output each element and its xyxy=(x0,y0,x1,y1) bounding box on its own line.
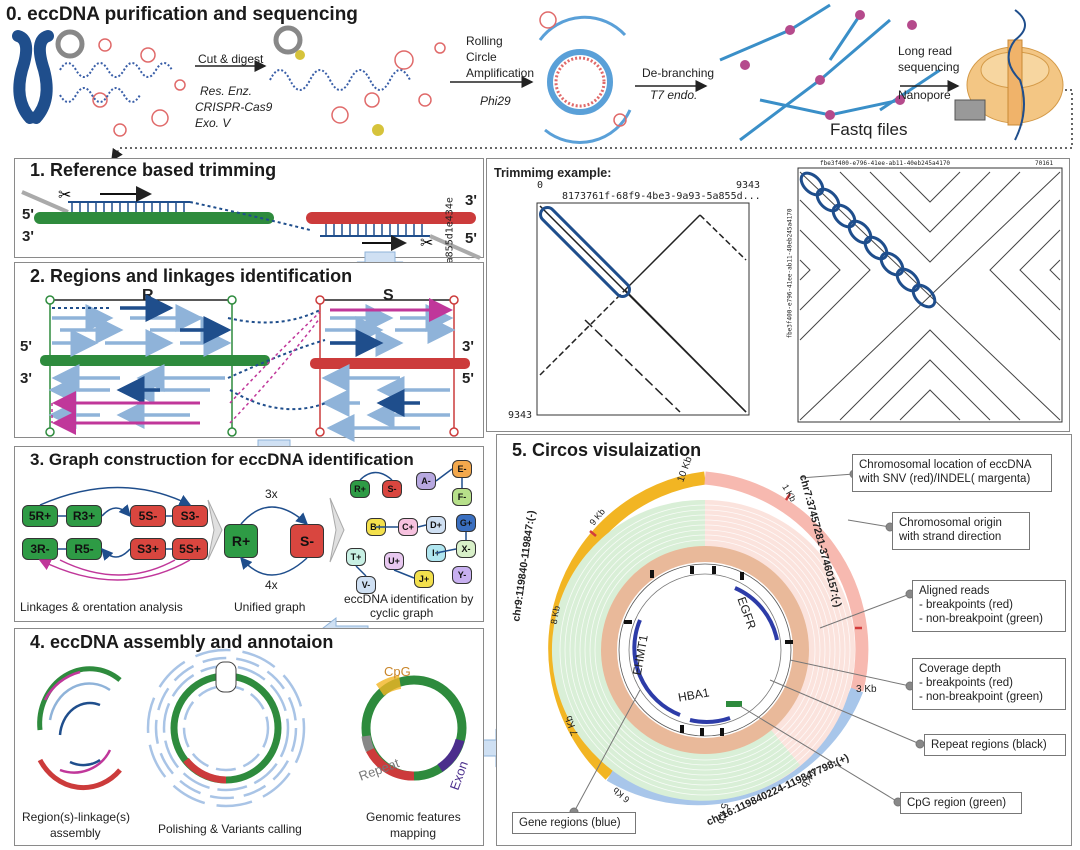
s2-five-prime-left: 5' xyxy=(20,338,32,355)
rca-rolling: Rolling xyxy=(466,34,503,48)
rca-circle: Circle xyxy=(466,50,497,64)
cpg-label: CpG xyxy=(384,664,411,679)
legend-gene: Gene regions (blue) xyxy=(512,812,636,834)
node-5S-plus: 5S+ xyxy=(172,538,208,560)
trimming-title: Trimmimg example: xyxy=(494,166,612,180)
count-bottom: 4x xyxy=(265,578,278,592)
cyclic-node-t-plus: T+ xyxy=(346,548,366,566)
cyclic-node-y-minus: Y- xyxy=(452,566,472,584)
node-R3-plus: R3+ xyxy=(66,505,102,527)
circos-chr7-arc xyxy=(704,471,869,692)
caption-assembly-2: assembly xyxy=(50,826,101,840)
cyclic-node-c-plus: C+ xyxy=(398,518,418,536)
caption-polishing: Polishing & Variants calling xyxy=(158,822,302,836)
trimming-left-y-end: 9343 xyxy=(508,410,533,421)
trimming-left-read-id: 8173761f-68f9-4be3-9a93-5a855d... xyxy=(562,191,761,202)
cyclic-node-u-plus: U+ xyxy=(384,552,404,570)
long-read-label-1: Long read xyxy=(898,44,953,58)
node-5R-plus: 5R+ xyxy=(22,505,58,527)
enzyme-crispr: CRISPR-Cas9 xyxy=(195,100,273,114)
node-S3-minus: S3- xyxy=(172,505,208,527)
cyclic-node-x-minus: X- xyxy=(456,540,476,558)
phi29-label: Phi29 xyxy=(480,94,511,108)
cyclic-node-j-plus: J+ xyxy=(414,570,434,588)
cyclic-node-s-minus: S- xyxy=(382,480,402,498)
legend-origin: Chromosomal origin with strand direction xyxy=(892,512,1030,550)
unified-node-r-plus: R+ xyxy=(224,524,258,558)
circos-kb-3: 3 Kb xyxy=(856,684,877,695)
s1-five-prime-left: 5' xyxy=(22,206,34,223)
trimming-left-end: 9343 xyxy=(736,180,761,191)
caption-genomic-1: Genomic features xyxy=(366,810,461,824)
section-3-title: 3. Graph construction for eccDNA identif… xyxy=(30,450,414,469)
caption-unified: Unified graph xyxy=(234,600,306,614)
long-read-label-2: sequencing xyxy=(898,60,960,74)
trimming-right-end: 70161 xyxy=(1035,160,1054,167)
node-R5-minus: R5- xyxy=(66,538,102,560)
s2-five-prime-right: 5' xyxy=(462,370,474,387)
s2-three-prime-left: 3' xyxy=(20,370,32,387)
cyclic-node-v-minus: V- xyxy=(356,576,376,594)
section-0-title: 0. eccDNA purification and sequencing xyxy=(6,4,358,25)
caption-linkages: Linkages & orentation analysis xyxy=(20,600,183,614)
rca-amplification: Amplification xyxy=(466,66,535,80)
node-S3-plus: S3+ xyxy=(130,538,166,560)
cyclic-node-g-plus: G+ xyxy=(456,514,476,532)
fastq-label: Fastq files xyxy=(830,120,908,139)
scissors-icon: ✂ xyxy=(58,187,71,204)
legend-coverage: Coverage depth - breakpoints (red) - non… xyxy=(912,658,1066,710)
legend-aligned: Aligned reads - breakpoints (red) - non-… xyxy=(912,580,1066,632)
cyclic-node-f-minus: F- xyxy=(452,488,472,506)
cyclic-node-a-minus: A- xyxy=(416,472,436,490)
chromosome-icon xyxy=(12,30,54,124)
s2-three-prime-right: 3' xyxy=(462,338,474,355)
s1-three-prime-right: 3' xyxy=(465,192,477,209)
cyclic-node-d-plus: D+ xyxy=(426,516,446,534)
legend-repeat: Repeat regions (black) xyxy=(924,734,1066,756)
unified-node-s-minus: S- xyxy=(290,524,324,558)
trimming-right-read-id: fbe3f400-e796-41ee-ab11-40eb245a4170 xyxy=(820,160,951,167)
t7-label: T7 endo. xyxy=(650,88,698,102)
enzyme-exo: Exo. V xyxy=(195,116,231,130)
legend-location: Chromosomal location of eccDNA with SNV … xyxy=(852,454,1052,492)
node-3R-minus: 3R- xyxy=(22,538,58,560)
dna-circle-icon xyxy=(55,29,85,59)
section-1-title: 1. Reference based trimming xyxy=(30,160,277,180)
trimming-left-start: 0 xyxy=(537,180,544,191)
scissors-icon-2: ✂ xyxy=(420,235,433,252)
enzyme-res: Res. Enz. xyxy=(200,84,253,98)
caption-genomic-2: mapping xyxy=(390,826,437,840)
panel-4-assembly xyxy=(14,628,484,846)
caption-cyclic-1: eccDNA identification by xyxy=(344,592,474,606)
caption-assembly-1: Region(s)-linkage(s) xyxy=(22,810,131,824)
nanopore-icon xyxy=(954,9,1064,141)
debranching-label: De-branching xyxy=(642,66,715,80)
s1-five-prime-right: 5' xyxy=(465,230,477,247)
nanopore-label: Nanopore xyxy=(898,88,951,102)
caption-cyclic-2: cyclic graph xyxy=(370,606,434,620)
region-s-label: S xyxy=(383,287,394,304)
section-4-title: 4. eccDNA assembly and annotaion xyxy=(30,632,334,652)
section-2-title: 2. Regions and linkages identification xyxy=(30,266,353,286)
cyclic-node-e-minus: E- xyxy=(452,460,472,478)
s1-three-prime-left: 3' xyxy=(22,228,34,245)
count-top: 3x xyxy=(265,487,278,501)
legend-cpg: CpG region (green) xyxy=(900,792,1022,814)
cut-digest-label: Cut & digest xyxy=(198,52,264,66)
section-5-title: 5. Circos visulaization xyxy=(512,440,702,460)
cyclic-node-r-plus: R+ xyxy=(350,480,370,498)
